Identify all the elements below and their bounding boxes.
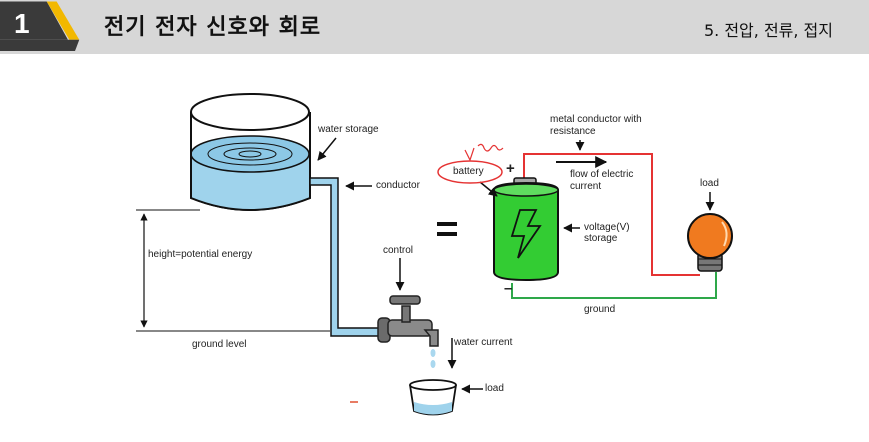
- battery-annotation: [437, 143, 504, 184]
- bucket: [409, 379, 457, 416]
- battery-arrow: [479, 181, 498, 197]
- ground-label: ground: [584, 304, 616, 315]
- slide-header: 1 전기 전자 신호와 회로 5. 전압, 전류, 접지: [0, 0, 869, 54]
- battery: [493, 177, 559, 282]
- battery-label: battery: [453, 166, 484, 177]
- metal-conductor-label-2: resistance: [550, 126, 596, 137]
- bucket-load-label: load: [485, 383, 504, 394]
- slide-title: 전기 전자 신호와 회로: [104, 15, 322, 40]
- slide-number-badge: [0, 1, 80, 52]
- section-title: 5. 전압, 전류, 접지: [703, 21, 833, 40]
- equals-sign: [437, 222, 457, 236]
- water-pipe: [309, 177, 381, 337]
- height-indicator: [136, 209, 330, 332]
- storage-arrow: [317, 137, 337, 161]
- water-current-label: water current: [454, 337, 513, 348]
- battery-minus-sign: –: [504, 280, 513, 297]
- faucet: [377, 295, 439, 347]
- height-label: height=potential energy: [148, 249, 253, 260]
- lightning-icon: [510, 209, 542, 259]
- bulb-load-label: load: [700, 178, 719, 189]
- metal-conductor-label-1: metal conductor with: [550, 114, 642, 125]
- ground-level-label: ground level: [192, 339, 247, 350]
- conductor-label: conductor: [376, 180, 420, 191]
- battery-plus-sign: +: [506, 160, 515, 177]
- voltage-label-2: storage: [584, 233, 618, 244]
- circuit-wires: [511, 153, 717, 299]
- flow-current-label-1: flow of electric: [570, 169, 634, 180]
- water-drops: [430, 349, 436, 368]
- flow-current-label-2: current: [570, 181, 602, 192]
- light-bulb: [687, 213, 733, 272]
- water-tank: [190, 93, 311, 211]
- water-storage-label: water storage: [318, 124, 379, 135]
- voltage-label-1: voltage(V): [584, 222, 630, 233]
- slide-number: 1: [14, 8, 30, 39]
- control-label: control: [383, 245, 414, 256]
